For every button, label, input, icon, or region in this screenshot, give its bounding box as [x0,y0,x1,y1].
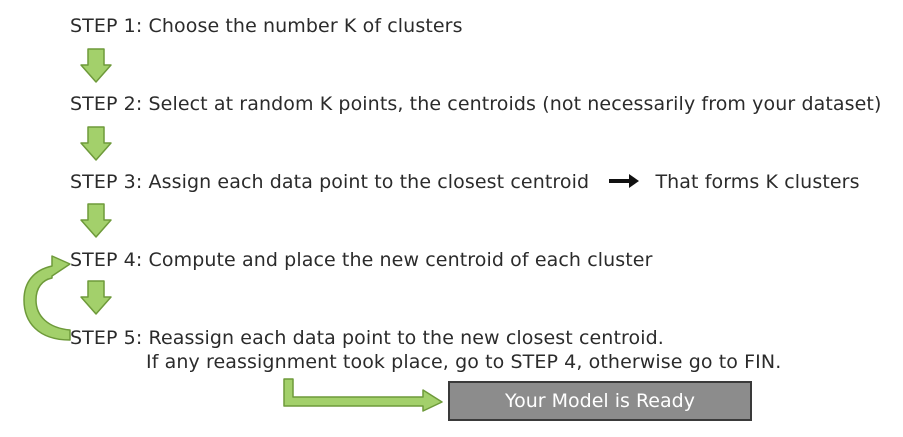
step-3: STEP 3: Assign each data point to the cl… [70,170,860,194]
model-ready-box: Your Model is Ready [448,381,752,421]
step-5-text-line2: If any reassignment took place, go to ST… [146,351,782,373]
connector-arrow-icon [283,378,443,412]
down-arrow-icon [80,280,112,315]
step-3-result: That forms K clusters [655,171,860,193]
right-arrow-icon [609,173,640,188]
step-4: STEP 4: Compute and place the new centro… [70,248,653,272]
step-5-text: Reassign each data point to the new clos… [148,327,664,349]
step-5: STEP 5: Reassign each data point to the … [70,326,664,350]
down-arrow-icon [80,203,112,238]
step-1: STEP 1: Choose the number K of clusters [70,14,463,38]
step-4-text: Compute and place the new centroid of ea… [148,249,653,271]
loop-arrow-icon [23,255,71,341]
step-2: STEP 2: Select at random K points, the c… [70,92,882,116]
step-1-text: Choose the number K of clusters [148,15,463,37]
model-ready-label: Your Model is Ready [505,390,695,412]
step-5-continuation: If any reassignment took place, go to ST… [146,350,781,374]
down-arrow-icon [80,48,112,83]
down-arrow-icon [80,126,112,161]
step-2-text: Select at random K points, the centroids… [148,93,882,115]
step-3-text: Assign each data point to the closest ce… [148,171,590,193]
step-2-label: STEP 2: [70,93,143,115]
step-3-label: STEP 3: [70,171,143,193]
step-5-label: STEP 5: [70,327,143,349]
step-1-label: STEP 1: [70,15,143,37]
step-4-label: STEP 4: [70,249,143,271]
